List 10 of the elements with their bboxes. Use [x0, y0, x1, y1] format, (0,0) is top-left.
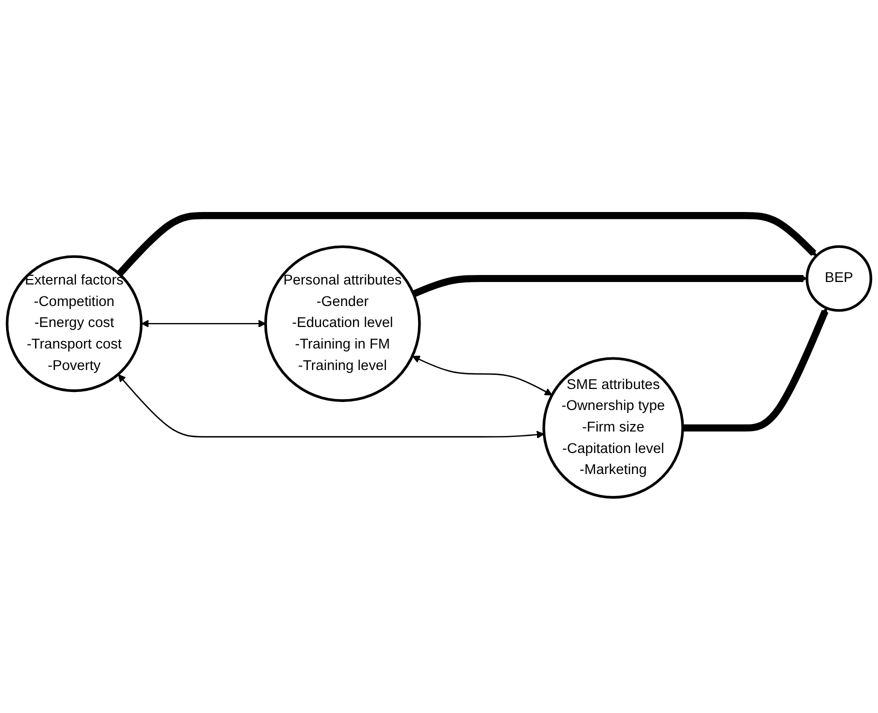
- arrow: [116, 212, 817, 276]
- arrow: [682, 308, 828, 432]
- node-circle: BEP: [806, 245, 872, 312]
- arrow: [141, 320, 266, 328]
- arrow: [412, 356, 552, 396]
- arrow: [412, 274, 808, 298]
- node-circle: External factors -Competition -Energy cost -Transport cost -Poverty: [6, 255, 143, 392]
- arrow: [118, 374, 544, 439]
- node-circle: SME attributes -Ownership type -Firm size -Capitation level -Marketing: [542, 357, 684, 499]
- node-circle: Personal attributes -Gender -Education level -Training in FM -Training level: [264, 245, 421, 402]
